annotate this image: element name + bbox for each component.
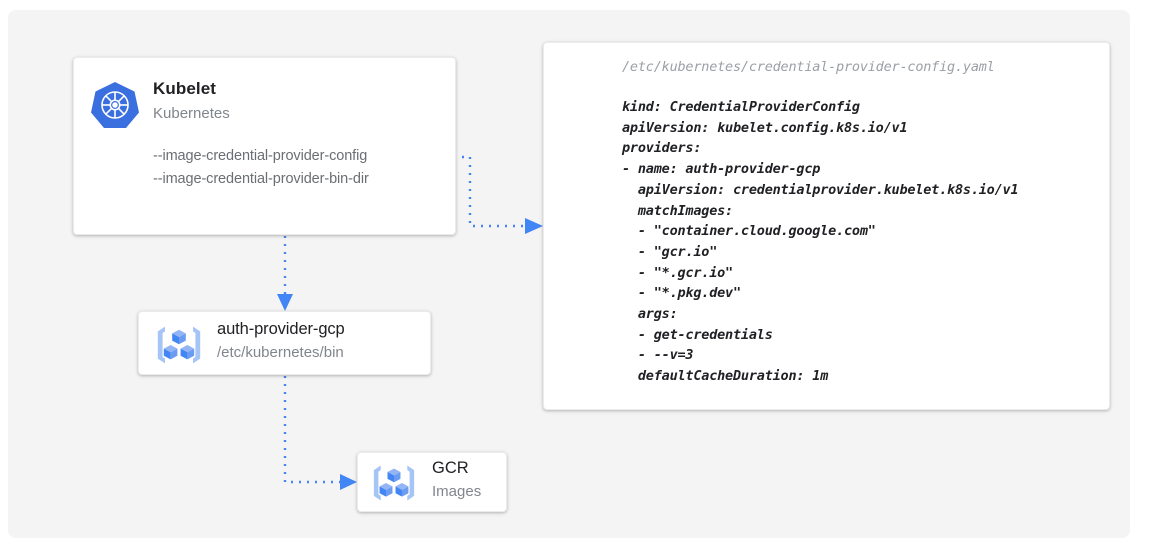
auth-provider-gcp-path: /etc/kubernetes/bin — [217, 344, 344, 361]
yaml-content: /etc/kubernetes/credential-provider-conf… — [622, 59, 1099, 401]
yaml-line: - "*.gcr.io" — [622, 264, 733, 281]
yaml-line: kind: CredentialProviderConfig — [622, 99, 860, 115]
yaml-line: - "*.pkg.dev" — [622, 285, 741, 302]
credential-provider-config-card[interactable]: /etc/kubernetes/credential-provider-conf… — [543, 42, 1110, 410]
yaml-line: providers: — [622, 140, 702, 157]
auth-provider-gcp-card[interactable]: auth-provider-gcp /etc/kubernetes/bin — [138, 311, 431, 375]
yaml-filename: /etc/kubernetes/credential-provider-conf… — [622, 59, 995, 75]
yaml-line: - name: auth-provider-gcp — [622, 161, 821, 178]
yaml-line: args: — [622, 306, 678, 323]
gcp-container-registry-icon — [157, 326, 201, 364]
yaml-line: - get-credentials — [622, 326, 773, 343]
gcr-card[interactable]: GCR Images — [357, 452, 507, 512]
kubelet-card[interactable]: Kubelet Kubernetes --image-credential-pr… — [73, 57, 456, 235]
yaml-line: - "container.cloud.google.com" — [622, 223, 876, 240]
kubelet-flag-bin-dir: --image-credential-provider-bin-dir — [153, 171, 369, 187]
kubelet-flag-config: --image-credential-provider-config — [153, 148, 368, 164]
yaml-line: apiVersion: credentialprovider.kubelet.k… — [622, 181, 1019, 198]
kubelet-subtitle: Kubernetes — [153, 105, 230, 122]
yaml-line-list: kind: CredentialProviderConfig apiVersion… — [622, 97, 1099, 387]
yaml-line: apiVersion: kubelet.config.k8s.io/v1 — [622, 119, 908, 136]
gcp-container-registry-icon — [373, 465, 415, 501]
yaml-line: matchImages: — [622, 202, 733, 219]
gcr-title: GCR — [432, 459, 469, 477]
auth-provider-gcp-title: auth-provider-gcp — [217, 320, 345, 338]
gcr-subtitle: Images — [432, 483, 482, 500]
kubernetes-logo-icon — [91, 82, 139, 128]
yaml-line: defaultCacheDuration: 1m — [622, 368, 829, 385]
kubelet-title: Kubelet — [153, 79, 217, 98]
yaml-line: - --v=3 — [622, 347, 694, 364]
yaml-line: - "gcr.io" — [622, 243, 718, 260]
